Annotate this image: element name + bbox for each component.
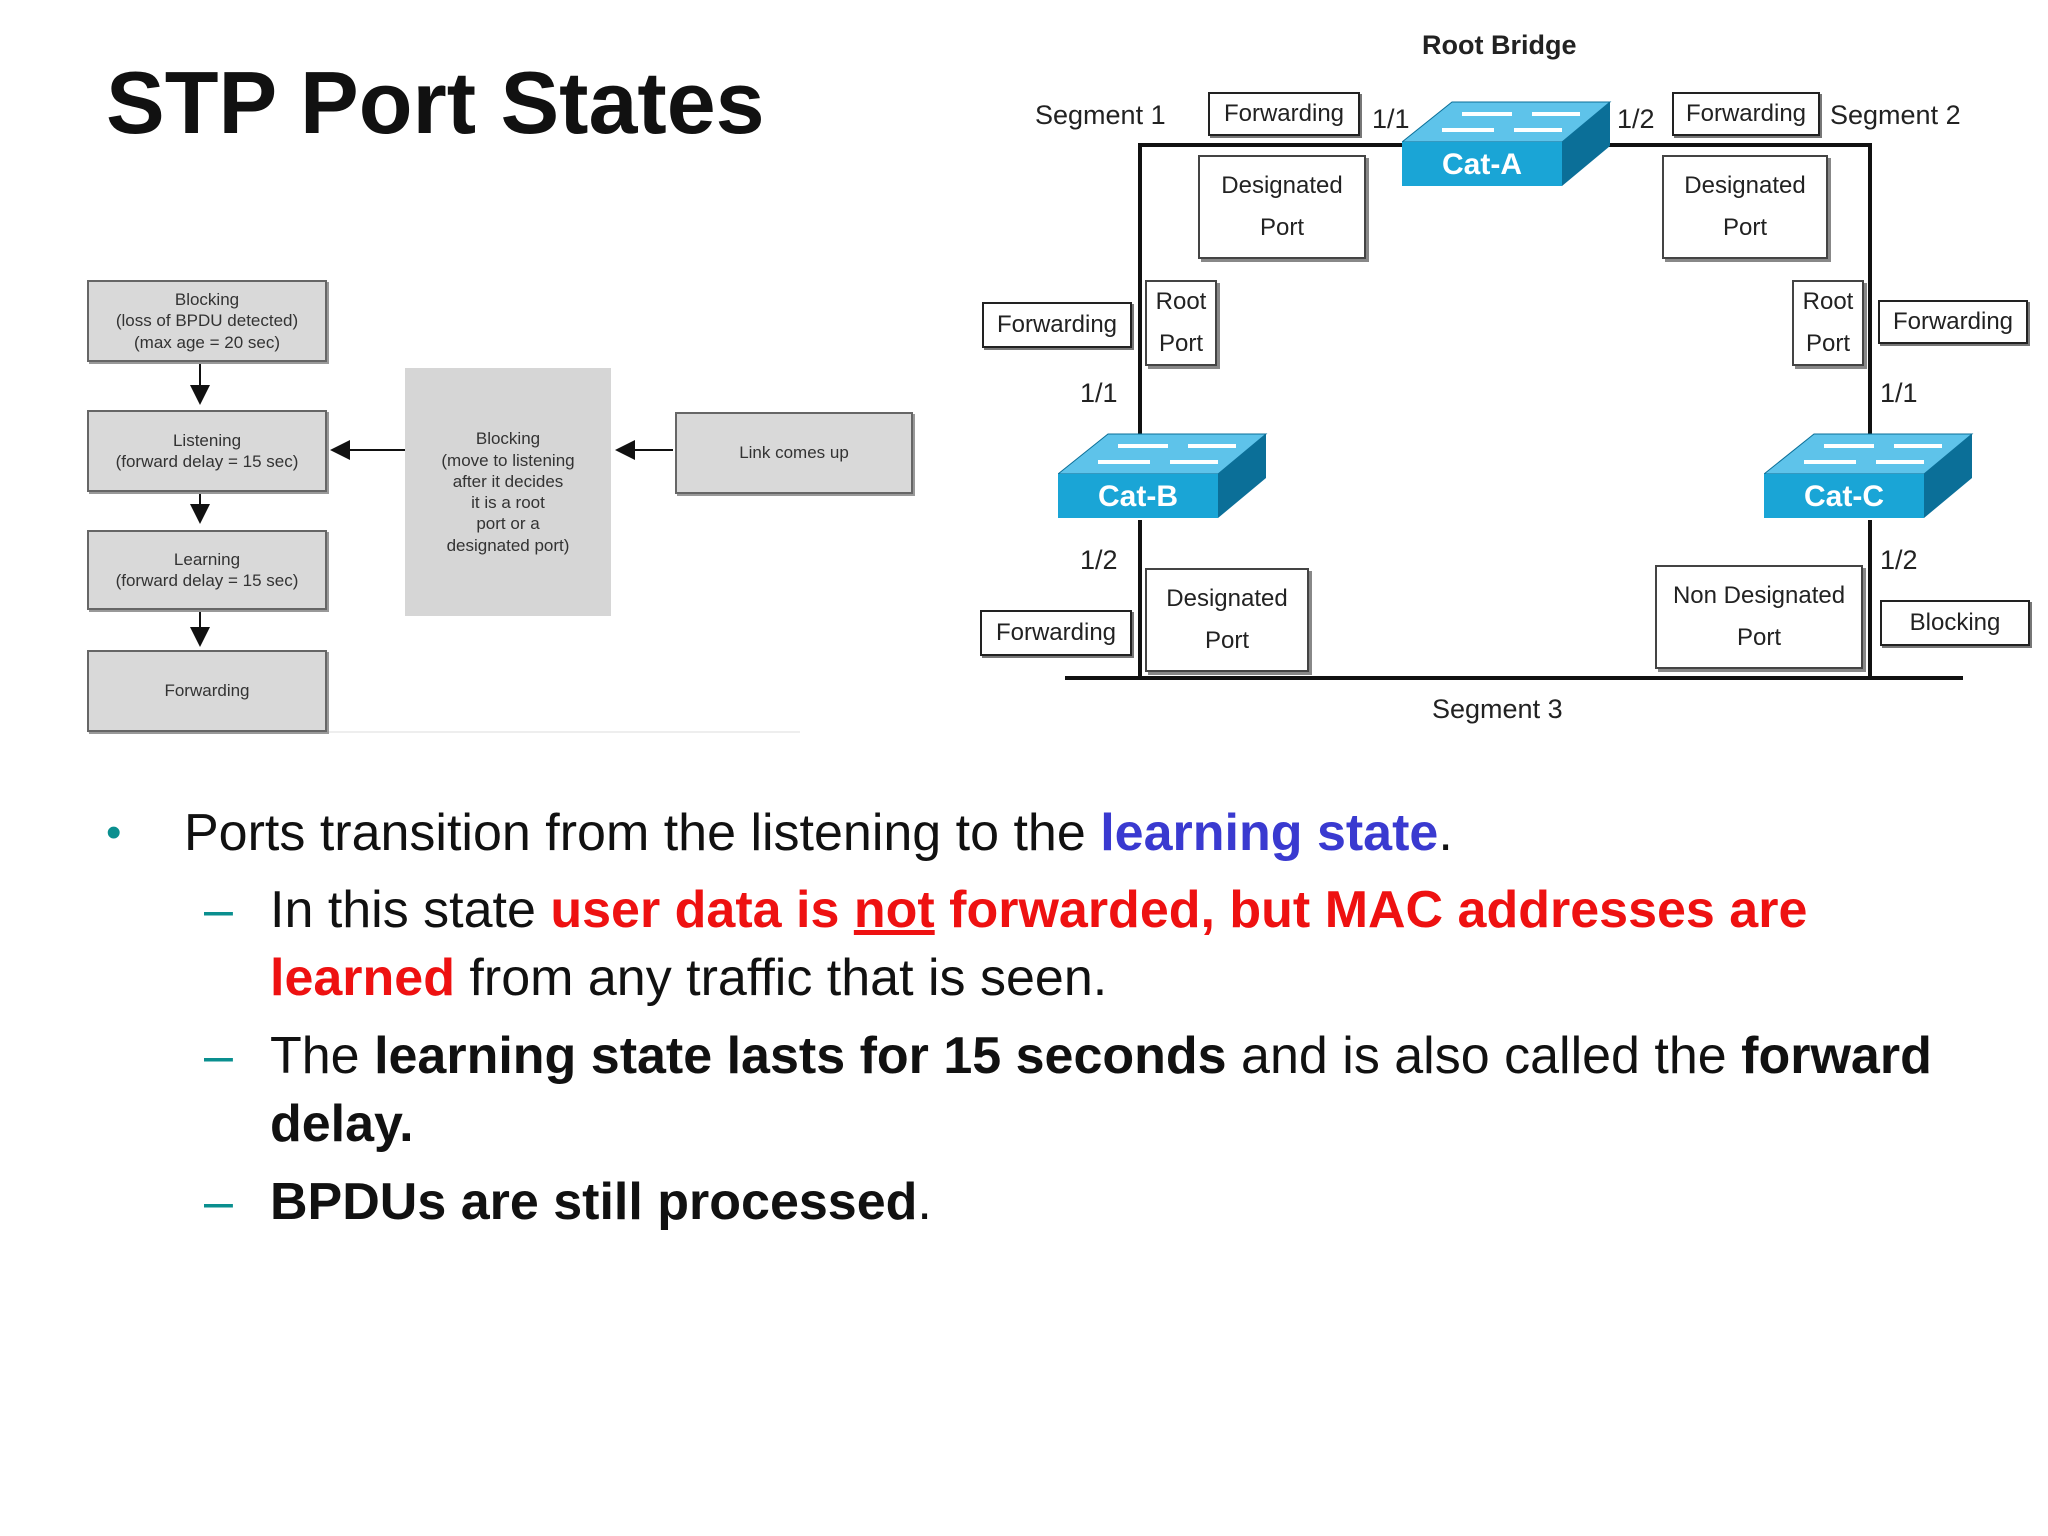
role-text: Designated [1221,172,1343,199]
fc-bm-l5: port or a [476,514,540,534]
text-run: from any traffic that is seen. [454,949,1108,1007]
text-run: . [1438,804,1453,862]
fc-blocking-move: Blocking (move to listening after it dec… [405,368,611,616]
fc-bm-l4: it is a root [471,493,545,512]
switch-icon [1762,433,1974,518]
fc-blocking: Blocking (loss of BPDU detected) (max ag… [87,280,327,362]
text-run: . [917,1173,932,1231]
sub-bullet-2-text: The learning state lasts for 15 seconds … [270,1022,1970,1158]
cat-b-port-12: 1/2 [1080,545,1118,575]
text-run: Ports transition from the listening to t… [184,804,1101,862]
segment-1-label: Segment 1 [1035,100,1166,130]
fc-listening: Listening (forward delay = 15 sec) [87,410,327,492]
text-run: BPDUs are still processed [270,1173,918,1231]
cat-a-port-11: 1/1 [1372,104,1410,134]
fc-bm-l3: after it decides [452,471,564,491]
sub-bullet-1-text: In this state user data is not forwarded… [270,876,1970,1012]
cat-c-root-port: Root Port [1792,280,1864,366]
fc-link-up-label: Link comes up [739,443,849,463]
tag-catc-bottom-blocking: Blocking [1880,600,2030,646]
text-run: learning state lasts for 15 seconds [374,1027,1227,1085]
segment-2-label: Segment 2 [1830,100,1961,130]
role-text: Root [1155,288,1207,315]
fc-bm-l6: designated port) [446,535,570,555]
cat-a-designated-port-left: Designated Port [1198,155,1366,259]
bullet-list: • Ports transition from the listening to… [106,800,2006,1236]
role-text: Designated [1166,585,1288,612]
cat-a-port-12: 1/2 [1617,104,1655,134]
slide-title: STP Port States [106,53,765,152]
tag-catb-bottom-forwarding: Forwarding [980,610,1132,656]
role-text: Port [1158,330,1203,357]
fc-blocking-l3: (max age = 20 sec) [134,332,280,352]
tag-catb-top-forwarding: Forwarding [982,302,1132,348]
cat-c-non-designated-port: Non Designated Port [1655,565,1863,669]
role-text: Designated [1684,172,1806,199]
sub-bullet-2: – The learning state lasts for 15 second… [106,1022,2006,1158]
fc-blocking-l1: Blocking [174,290,240,310]
role-text: Port [1259,214,1304,241]
fc-forwarding-l1: Forwarding [164,681,250,701]
text-run: The [270,1027,375,1085]
cat-c-port-11: 1/1 [1880,378,1918,408]
text-run: and is also called the [1226,1027,1742,1085]
fc-listening-l2: (forward delay = 15 sec) [115,452,299,471]
cat-b-port-11: 1/1 [1080,378,1118,408]
bullet-1-text: Ports transition from the listening to t… [184,800,1453,866]
role-text: Port [1736,624,1781,651]
fc-listening-l1: Listening [172,430,242,450]
sub-dash: – [204,1027,233,1085]
bullet-dot: • [106,808,122,857]
cat-b-root-port: Root Port [1145,280,1217,366]
fc-learning-l1: Learning [173,549,241,569]
sub-bullet-1: – In this state user data is not forward… [106,876,2006,1012]
bullet-1: • Ports transition from the listening to… [106,800,2006,866]
text-run: not [853,881,935,939]
switch-cat-c: Cat-C [1762,430,1974,522]
switch-label: Cat-B [1098,480,1178,513]
role-text: Port [1805,330,1850,357]
switch-label: Cat-C [1804,480,1884,513]
fc-learning: Learning (forward delay = 15 sec) [87,530,327,610]
sub-bullet-3-text: BPDUs are still processed. [270,1168,1970,1236]
switch-label: Cat-A [1442,148,1522,181]
sub-bullet-3: – BPDUs are still processed. [106,1168,2006,1236]
text-run: In this state [270,881,551,939]
role-text: Port [1204,627,1249,654]
role-text: Root [1802,288,1854,315]
tag-catc-top-forwarding: Forwarding [1878,300,2028,344]
fc-bm-l1: Blocking [475,429,541,449]
switch-icon [1056,433,1268,518]
fc-bm-l2: (move to listening [441,450,575,470]
switch-icon [1400,101,1612,186]
text-run: forward delay. [270,1027,1932,1153]
cat-c-port-12: 1/2 [1880,545,1918,575]
cat-a-designated-port-right: Designated Port [1662,155,1828,259]
root-bridge-label: Root Bridge [1422,30,1577,60]
network-links [1065,143,1963,680]
switch-cat-a: Cat-A [1400,98,1612,190]
switch-cat-b: Cat-B [1056,430,1268,522]
role-text: Port [1722,214,1767,241]
cat-b-designated-port: Designated Port [1145,568,1309,672]
text-run: forwarded, but MAC addresses are learned [270,881,1808,1007]
fc-blocking-l2: (loss of BPDU detected) [115,311,299,331]
segment-3-label: Segment 3 [1432,694,1563,724]
sub-dash: – [204,881,233,939]
text-run: learning state [1100,804,1439,862]
fc-link-up: Link comes up [675,412,913,494]
text-run: user data is [550,881,854,939]
tag-seg1-forwarding: Forwarding [1208,92,1360,136]
fc-forwarding: Forwarding [87,650,327,732]
role-text: Non Designated [1672,582,1846,609]
sub-dash: – [204,1173,233,1231]
tag-seg2-forwarding: Forwarding [1672,92,1820,136]
fc-learning-l2: (forward delay = 15 sec) [115,571,299,590]
